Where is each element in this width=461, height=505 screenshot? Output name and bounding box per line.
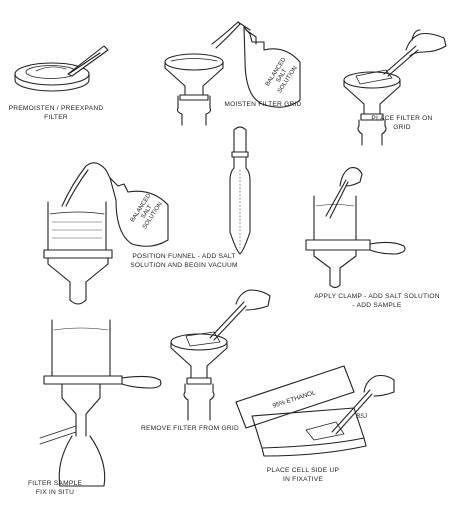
petri-dish-illustration <box>14 62 90 92</box>
step-caption-1: PREMOISTEN / PREEXPAND FILTER <box>8 105 104 121</box>
filter-sample-illustration <box>39 319 162 487</box>
hand-with-forceps-icon <box>383 29 447 77</box>
remove-filter-illustration <box>170 331 228 421</box>
step-caption-3: PLACE FILTER ON GRID <box>371 115 433 131</box>
pipette-icon <box>229 126 251 255</box>
funnel-grid-illustration <box>343 69 401 146</box>
filter-funnel-flask-illustration <box>43 201 113 305</box>
step-caption-2: MOISTEN FILTER GRID <box>224 101 302 108</box>
step-caption-4: POSITION FUNNEL - ADD SALT SOLUTION AND … <box>130 253 238 269</box>
hand-pipette-icon <box>325 167 363 219</box>
step-caption-7: FILTER SAMPLE FIX IN SITU <box>27 480 83 496</box>
step-caption-5: APPLY CLAMP - ADD SALT SOLUTION - ADD SA… <box>314 293 440 309</box>
step-caption-6: REMOVE FILTER FROM GRID <box>141 425 239 432</box>
clamp-apparatus-illustration <box>305 195 406 289</box>
fixative-dish-illustration <box>251 407 367 457</box>
ethanol-flask-icon <box>235 365 355 429</box>
forceps-icon <box>67 45 109 77</box>
funnel-bottle-illustration <box>164 53 224 126</box>
hand-with-forceps-icon-3 <box>331 374 395 435</box>
squeeze-bottle-icon <box>211 21 301 108</box>
squeeze-bottle-icon-2 <box>61 162 169 247</box>
hand-with-forceps-icon-2 <box>209 289 271 341</box>
step-caption-8: PLACE CELL SIDE UP IN FIXATIVE <box>266 467 340 483</box>
artist-signature: BSJ <box>356 414 368 420</box>
bottle-label: BALANCED SALT SOLUTION <box>265 56 299 94</box>
